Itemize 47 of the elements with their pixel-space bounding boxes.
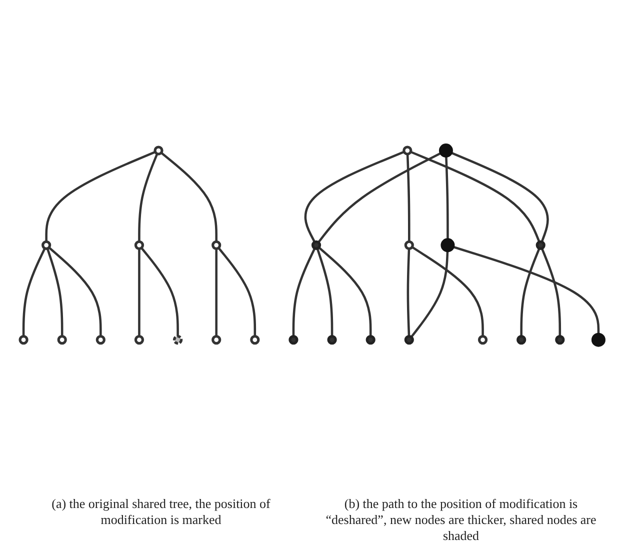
- node-circle: [311, 240, 322, 250]
- node-circle: [366, 334, 376, 344]
- connector: [138, 248, 140, 336]
- node-circle: [555, 334, 565, 344]
- connector: [316, 248, 334, 336]
- connector: [46, 248, 64, 336]
- connector: [411, 246, 484, 336]
- node-circle: [404, 334, 414, 344]
- connector: [406, 154, 410, 242]
- connector: [520, 248, 540, 336]
- connector: [304, 150, 405, 242]
- node-circle: [18, 334, 28, 344]
- node-circle: [154, 146, 164, 156]
- connector: [160, 152, 218, 242]
- node-circle: [250, 334, 260, 344]
- caption: (b) the path to the position of modification is “deshared”, new nodes are thicker, shared nodes are shaded: [324, 496, 598, 544]
- node-circle: [212, 334, 222, 344]
- connector: [45, 150, 156, 242]
- node-circle: [478, 334, 488, 344]
- connector: [22, 248, 46, 336]
- node-circle: [134, 240, 144, 250]
- node-circle: [516, 334, 526, 344]
- connector: [218, 246, 256, 336]
- connector: [292, 248, 316, 336]
- node-circle: [57, 334, 67, 344]
- node-circle: [536, 240, 546, 250]
- node-circle: [288, 334, 298, 344]
- node-circle: [327, 334, 337, 344]
- node-circle: [212, 240, 222, 250]
- node-circle: [591, 332, 606, 347]
- node-circle: [404, 240, 414, 250]
- node-circle: [42, 240, 52, 250]
- connector: [540, 248, 562, 336]
- node-circle: [134, 334, 144, 344]
- connector: [318, 246, 372, 336]
- connector: [140, 246, 179, 336]
- connector: [138, 153, 158, 242]
- node-circle: [440, 238, 455, 252]
- connector: [406, 248, 410, 336]
- connector: [215, 248, 218, 336]
- node-circle: [96, 334, 106, 344]
- connector: [410, 150, 540, 242]
- caption: (a) the original shared tree, the position of modification is marked: [50, 496, 272, 529]
- node-circle: [438, 143, 453, 158]
- connector: [48, 246, 102, 336]
- node-circle: [172, 334, 183, 344]
- node-circle: [402, 146, 412, 156]
